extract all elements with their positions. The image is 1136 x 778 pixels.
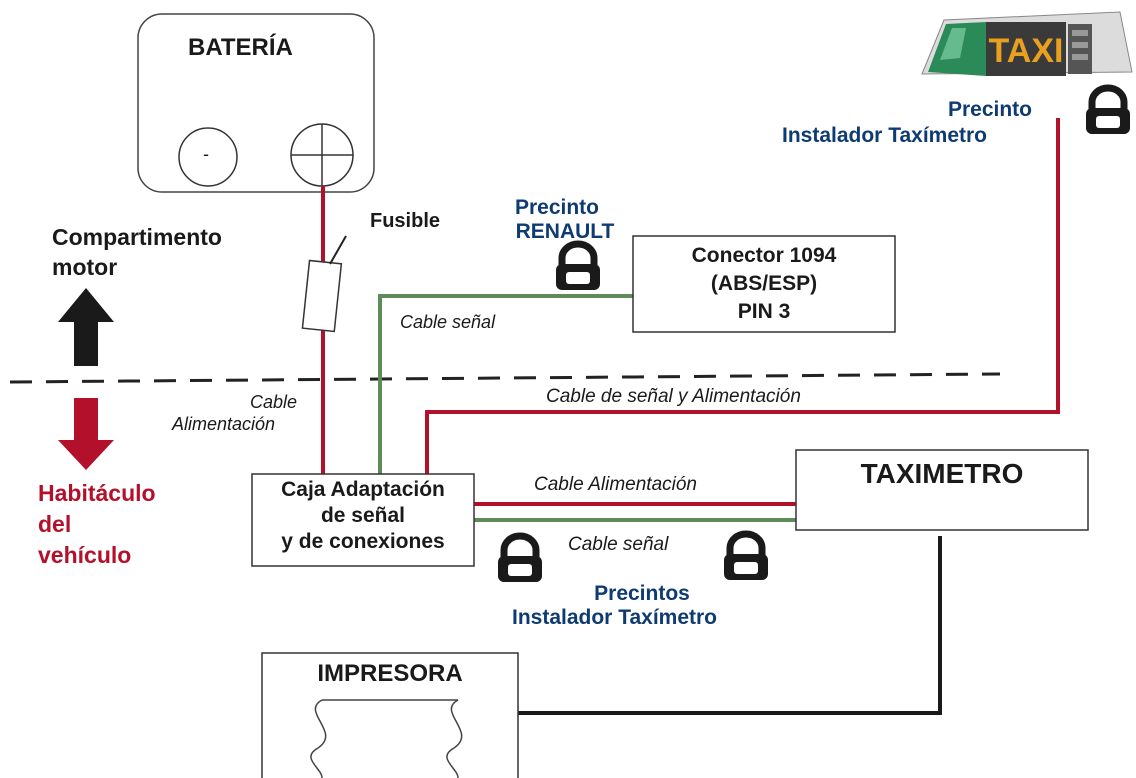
signal-wire-conector [378,294,633,476]
caja-line-3: y de conexiones [281,530,445,553]
battery-minus-label: - [203,144,209,164]
seal-installer-top-label-2: Instalador Taxímetro [782,124,987,147]
impresora-title: IMPRESORA [317,660,463,687]
fuse-icon [301,259,343,333]
compartimento-label-2: motor [52,254,118,280]
caja-box [251,473,475,567]
compartimento-label-1: Compartimento [52,224,222,250]
cable-senal-alimentacion-label: Cable de señal y Alimentación [546,386,801,407]
impresora-box [261,652,519,778]
battery-title: BATERÍA [188,34,293,61]
paper-roll-icon [310,699,463,778]
padlock-icon-renault [556,240,600,290]
cable-senal-bottom-label: Cable señal [568,534,669,555]
conector-line-1: Conector 1094 [691,244,837,267]
padlock-icon-installer-top [1086,84,1130,134]
battery-minus-terminal [178,127,238,187]
conector-box [632,235,896,333]
taximetro-title: TAXIMETRO [860,458,1024,489]
arrow-down-icon [58,398,114,470]
arrow-up-icon [58,288,114,366]
compartment-separator [9,372,1001,384]
habitaculo-label-1: Habitáculo [38,480,156,506]
seal-renault-label-1: Precinto [514,196,600,219]
seal-installers-bottom-label-2: Instalador Taxímetro [512,606,717,629]
taximetro-box [795,449,1089,531]
padlock-icon-installer-left [498,532,542,582]
fusible-label: Fusible [370,210,441,232]
seal-installers-bottom-label-1: Precintos [594,582,690,605]
seal-renault-label-2: RENAULT [515,220,615,243]
seal-installer-top-label-1: Precinto [947,98,1033,121]
caja-line-2: de señal [320,504,406,527]
conector-line-3: PIN 3 [737,300,791,323]
habitaculo-label-3: vehículo [38,542,132,568]
caja-line-1: Caja Adaptación [281,478,445,501]
cable-alimentacion-label-2: Alimentación [172,414,276,434]
conector-line-2: (ABS/ESP) [710,272,818,295]
cable-alimentacion-label-1: Cable [250,392,298,412]
cable-senal-top-label: Cable señal [400,312,496,332]
padlock-icon-installer-right [724,530,768,580]
cable-alimentacion-h-label: Cable Alimentación [534,474,697,495]
taxi-sign-icon [921,11,1133,76]
taxi-sign-text: TAXI [989,32,1064,70]
habitaculo-label-2: del [38,511,72,537]
printer-wire [518,536,942,715]
power-signal-wire-taxi [425,118,1060,476]
